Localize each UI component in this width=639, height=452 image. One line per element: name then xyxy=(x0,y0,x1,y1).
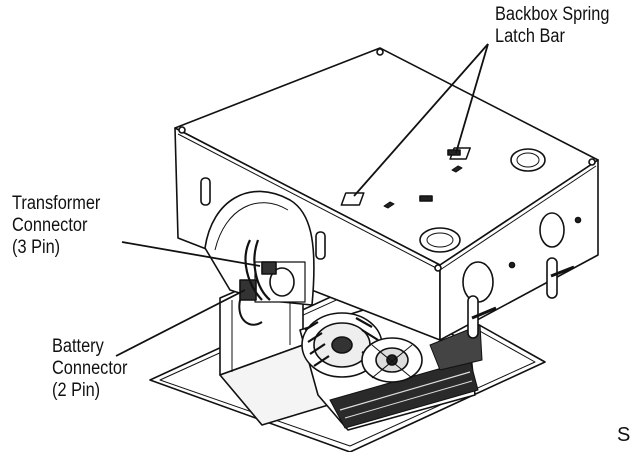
corner-letter: S xyxy=(617,424,631,446)
motor-assembly xyxy=(301,312,423,383)
label-line: Transformer xyxy=(12,193,101,214)
transformer-connector-label: Transformer Connector (3 Pin) xyxy=(12,193,100,259)
label-line: (3 Pin) xyxy=(12,237,61,258)
battery-connector-label: Battery Connector (2 Pin) xyxy=(52,336,127,402)
label-line: Backbox Spring xyxy=(495,4,610,25)
latch-slot-1 xyxy=(340,192,433,206)
label-line: Connector xyxy=(52,358,128,379)
label-line: Latch Bar xyxy=(495,26,565,47)
latch-slot-2 xyxy=(447,147,471,160)
label-line: (2 Pin) xyxy=(52,380,101,401)
label-line: Battery xyxy=(52,336,104,357)
backbox-spring-latch-bar-label: Backbox Spring Latch Bar xyxy=(495,4,609,48)
leader-lines xyxy=(115,43,489,357)
connector-components xyxy=(238,239,306,326)
label-line: Connector xyxy=(12,215,88,236)
